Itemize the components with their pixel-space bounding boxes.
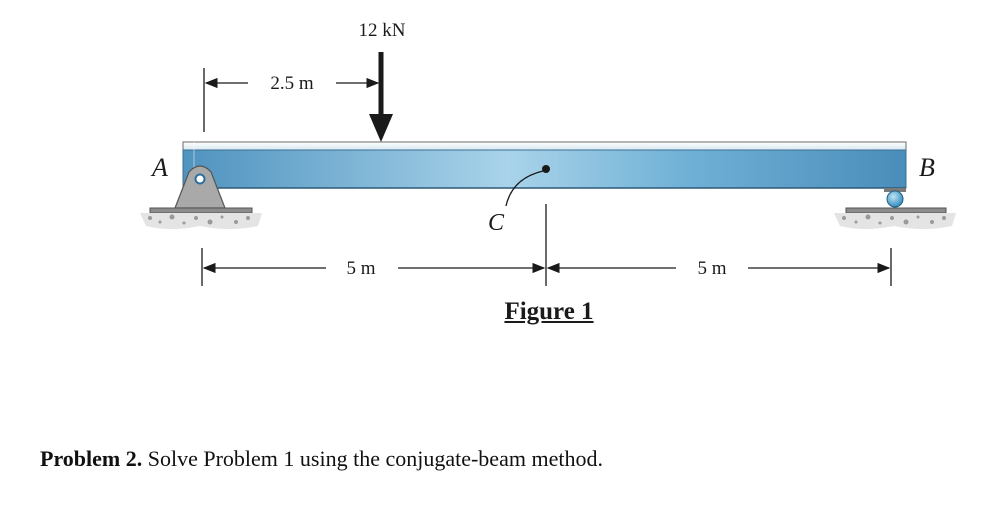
load-label: 12 kN — [359, 20, 406, 41]
problem-text: Solve Problem 1 using the conjugate-beam… — [142, 446, 603, 471]
load-arrow-icon — [369, 52, 393, 142]
span-right-label: 5 m — [697, 258, 726, 279]
point-c-leader — [505, 170, 544, 207]
load-position-dimension — [203, 68, 380, 132]
span-dimensions — [201, 204, 892, 286]
load-position-label: 2.5 m — [270, 73, 314, 94]
pin-support-a — [140, 165, 262, 229]
point-a-label: A — [150, 153, 168, 182]
roller-support-b — [834, 188, 956, 229]
problem-heading: Problem 2. — [40, 446, 143, 471]
figure-caption-wrap: Figure 1 — [0, 298, 1002, 326]
point-b-label: B — [919, 153, 935, 182]
problem-statement: Problem 2. Solve Problem 1 using the con… — [40, 446, 603, 472]
point-c-label: C — [488, 210, 505, 236]
span-left-label: 5 m — [346, 258, 375, 279]
figure-caption: Figure 1 — [504, 298, 594, 325]
beam-figure: 12 kN 2.5 m C A — [140, 20, 956, 286]
point-c-dot — [542, 165, 550, 173]
beam — [182, 141, 907, 189]
